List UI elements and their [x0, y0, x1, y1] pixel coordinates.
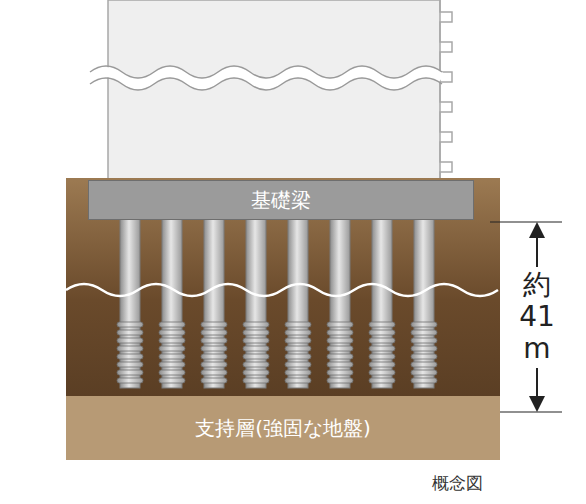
- node-text: 基礎梁: [251, 187, 311, 214]
- pile-thread: [117, 330, 143, 335]
- pile-thread: [243, 338, 269, 343]
- pile-thread: [117, 338, 143, 343]
- bearing-layer: 支持層(強固な地盤): [66, 396, 500, 460]
- pile-thread: [411, 330, 437, 335]
- pile-thread: [327, 346, 353, 351]
- pile-thread: [243, 354, 269, 359]
- soil: [66, 178, 500, 400]
- pile-thread: [285, 370, 311, 375]
- pile-thread: [117, 346, 143, 351]
- dimension-label: 約 41 m: [517, 267, 557, 368]
- pile-thread: [285, 378, 311, 383]
- pile-thread: [117, 354, 143, 359]
- pile-thread: [243, 346, 269, 351]
- pile-thread: [411, 354, 437, 359]
- pile-thread: [369, 330, 395, 335]
- pile-thread: [411, 378, 437, 383]
- pile-thread: [243, 330, 269, 335]
- pile-thread: [243, 378, 269, 383]
- pile-thread: [327, 378, 353, 383]
- pile-thread: [411, 362, 437, 367]
- pile-thread: [117, 362, 143, 367]
- extension-line: [490, 221, 562, 222]
- break-line: [90, 78, 442, 90]
- pile-thread: [159, 330, 185, 335]
- pile-thread: [369, 338, 395, 343]
- pile-thread: [285, 330, 311, 335]
- balcony-notches: [440, 0, 452, 182]
- pile-thread: [327, 354, 353, 359]
- pile-thread: [159, 362, 185, 367]
- pile-thread: [159, 338, 185, 343]
- pile-thread: [159, 322, 185, 327]
- pile-thread: [285, 322, 311, 327]
- pile-thread: [327, 330, 353, 335]
- node-text: 支持層(強固な地盤): [195, 415, 371, 442]
- pile-thread: [243, 362, 269, 367]
- break-line: [66, 284, 498, 296]
- piles: [117, 218, 437, 388]
- pile-thread: [201, 378, 227, 383]
- pile-thread: [411, 338, 437, 343]
- pile-thread: [159, 346, 185, 351]
- pile-thread: [201, 322, 227, 327]
- pile-thread: [327, 322, 353, 327]
- pile-thread: [117, 322, 143, 327]
- pile-thread: [243, 370, 269, 375]
- pile-thread: [159, 378, 185, 383]
- pile-thread: [285, 338, 311, 343]
- pile-thread: [285, 362, 311, 367]
- pile-thread: [369, 378, 395, 383]
- pile-thread: [327, 362, 353, 367]
- pile-thread: [117, 370, 143, 375]
- arrowhead: [529, 222, 545, 238]
- pile-thread: [159, 354, 185, 359]
- pile-thread: [117, 378, 143, 383]
- pile-thread: [201, 338, 227, 343]
- extension-line: [490, 411, 562, 412]
- pile-thread: [201, 370, 227, 375]
- pile-thread: [201, 330, 227, 335]
- building: [108, 0, 440, 182]
- pile-thread: [369, 362, 395, 367]
- pile-thread: [201, 346, 227, 351]
- pile-thread: [201, 362, 227, 367]
- pile-thread: [411, 322, 437, 327]
- pile-thread: [285, 346, 311, 351]
- pile-thread: [411, 346, 437, 351]
- pile-thread: [369, 354, 395, 359]
- caption: 概念図: [432, 472, 483, 495]
- break-line: [90, 66, 442, 78]
- pile-thread: [369, 346, 395, 351]
- pile-thread: [327, 370, 353, 375]
- pile-thread: [159, 370, 185, 375]
- pile-thread: [243, 322, 269, 327]
- pile-thread: [369, 370, 395, 375]
- pile-thread: [201, 354, 227, 359]
- pile-thread: [411, 370, 437, 375]
- pile-thread: [327, 338, 353, 343]
- pile-thread: [369, 322, 395, 327]
- pile-thread: [285, 354, 311, 359]
- foundation-beam: 基礎梁: [88, 180, 474, 220]
- arrowhead: [529, 396, 545, 412]
